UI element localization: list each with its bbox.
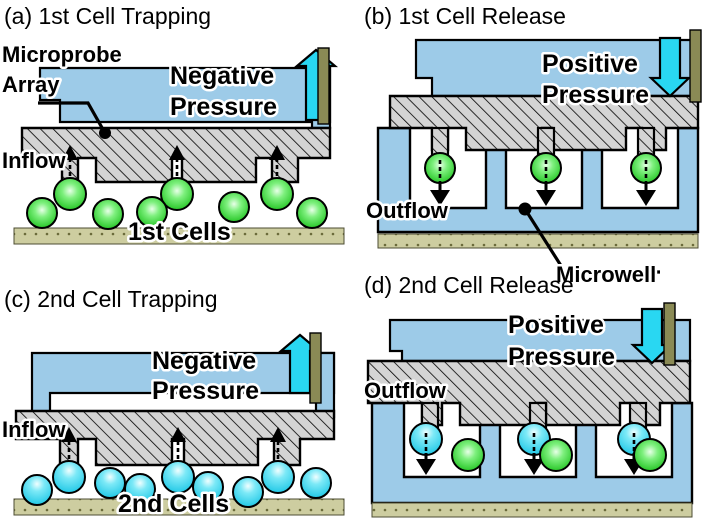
pressure-label-line1: Positive [508, 311, 604, 339]
outflow-label: Outflow [364, 378, 447, 403]
inflow-label: Inflow [2, 148, 66, 173]
pressure-label-line2: Pressure [152, 377, 259, 405]
free-cell [92, 198, 124, 230]
pressure-label-line2: Pressure [542, 81, 649, 109]
panel-c-title: (c) 2nd Cell Trapping [4, 286, 218, 312]
free-cell [192, 471, 224, 503]
trapped-cell [261, 460, 295, 494]
panel-d-title: (d) 2nd Cell Release [364, 272, 574, 298]
panel-a-title: (a) 1st Cell Trapping [4, 3, 211, 29]
probe-tip-1 [62, 145, 78, 182]
positive-pressure-arrow [648, 36, 692, 98]
panel-a-figure: (a) 1st Cell Trapping Microprobe Array N… [0, 3, 345, 249]
probe-shaft [536, 126, 556, 158]
valve-bar [317, 47, 330, 125]
probe-tip-1 [61, 427, 77, 465]
resident-cell [633, 438, 667, 472]
microwell-callout-label: Microwell [556, 262, 656, 287]
release-arrow [524, 459, 544, 475]
microprobe-callout-leader [38, 101, 111, 139]
probe-tip-group [62, 145, 285, 182]
probe-tip-2 [170, 427, 186, 465]
panel-d: (d) 2nd Cell Release Positive Pressure O… [360, 265, 720, 529]
cells-label: 2nd Cells [118, 490, 229, 518]
free-cell [94, 467, 126, 499]
free-cell [136, 196, 168, 228]
outflow-label: Outflow [366, 198, 449, 223]
probe-shaft [430, 126, 450, 158]
trapped-cell [260, 177, 294, 211]
trapped-cell [161, 460, 195, 494]
free-cell [232, 476, 264, 508]
trapped-cell-group [53, 177, 294, 211]
probe-shaft-group [430, 126, 656, 158]
panel-c-figure: (c) 2nd Cell Trapping Negative Pressure … [0, 286, 345, 521]
pressure-label-line1: Negative [152, 347, 256, 375]
positive-pressure-arrow [630, 307, 674, 365]
release-arrow [536, 190, 556, 206]
trapped-cell [160, 177, 194, 211]
probe-tip-2 [169, 145, 185, 182]
substrate-layer [13, 227, 345, 245]
release-arrow [416, 459, 436, 475]
inflow-label: Inflow [2, 417, 66, 442]
trapped-cell [53, 177, 87, 211]
panel-d-figure: (d) 2nd Cell Release Positive Pressure O… [362, 272, 694, 518]
microprobe-callout-label-1: Microprobe [2, 42, 122, 67]
substrate-layer [371, 502, 693, 518]
probe-tip-3 [269, 145, 285, 182]
panel-b-title: (b) 1st Cell Release [364, 3, 566, 29]
valve-bar [663, 302, 676, 366]
free-cell [296, 197, 328, 229]
free-cell [26, 197, 58, 229]
resident-cell [451, 438, 485, 472]
probe-tip-group [61, 427, 286, 465]
cells-label: 1st Cells [128, 218, 231, 246]
free-cell [124, 473, 156, 505]
release-arrow [430, 190, 450, 206]
pressure-label-line2: Pressure [508, 343, 615, 371]
pressure-label-line1: Positive [542, 50, 638, 78]
free-cell [21, 474, 53, 506]
panel-a: (a) 1st Cell Trapping Microprobe Array N… [0, 0, 360, 265]
pressure-label-line1: Negative [170, 62, 274, 90]
panel-b-figure: (b) 1st Cell Release Positive Pressure O… [364, 3, 702, 290]
released-cell-group [409, 422, 667, 475]
free-cell [300, 467, 332, 499]
trapped-cell-group [52, 460, 295, 494]
probe-tip-3 [270, 427, 286, 465]
microwell-callout-leader [518, 202, 660, 274]
pressure-label-line2: Pressure [170, 93, 277, 121]
panel-b: (b) 1st Cell Release Positive Pressure O… [360, 0, 720, 290]
released-cell-group [424, 152, 662, 206]
free-cell [218, 191, 250, 223]
trapped-cell [52, 460, 86, 494]
resident-cell [539, 438, 573, 472]
free-cell-group [21, 467, 332, 508]
valve-bar [309, 332, 322, 404]
valve-bar [689, 29, 702, 103]
probe-shaft [636, 126, 656, 158]
microprobe-callout-label-2: Array [2, 72, 60, 97]
release-arrow [636, 190, 656, 206]
free-cell-group [26, 191, 328, 230]
substrate-layer [13, 498, 345, 516]
panel-c: (c) 2nd Cell Trapping Negative Pressure … [0, 265, 360, 529]
substrate-layer [377, 233, 699, 249]
